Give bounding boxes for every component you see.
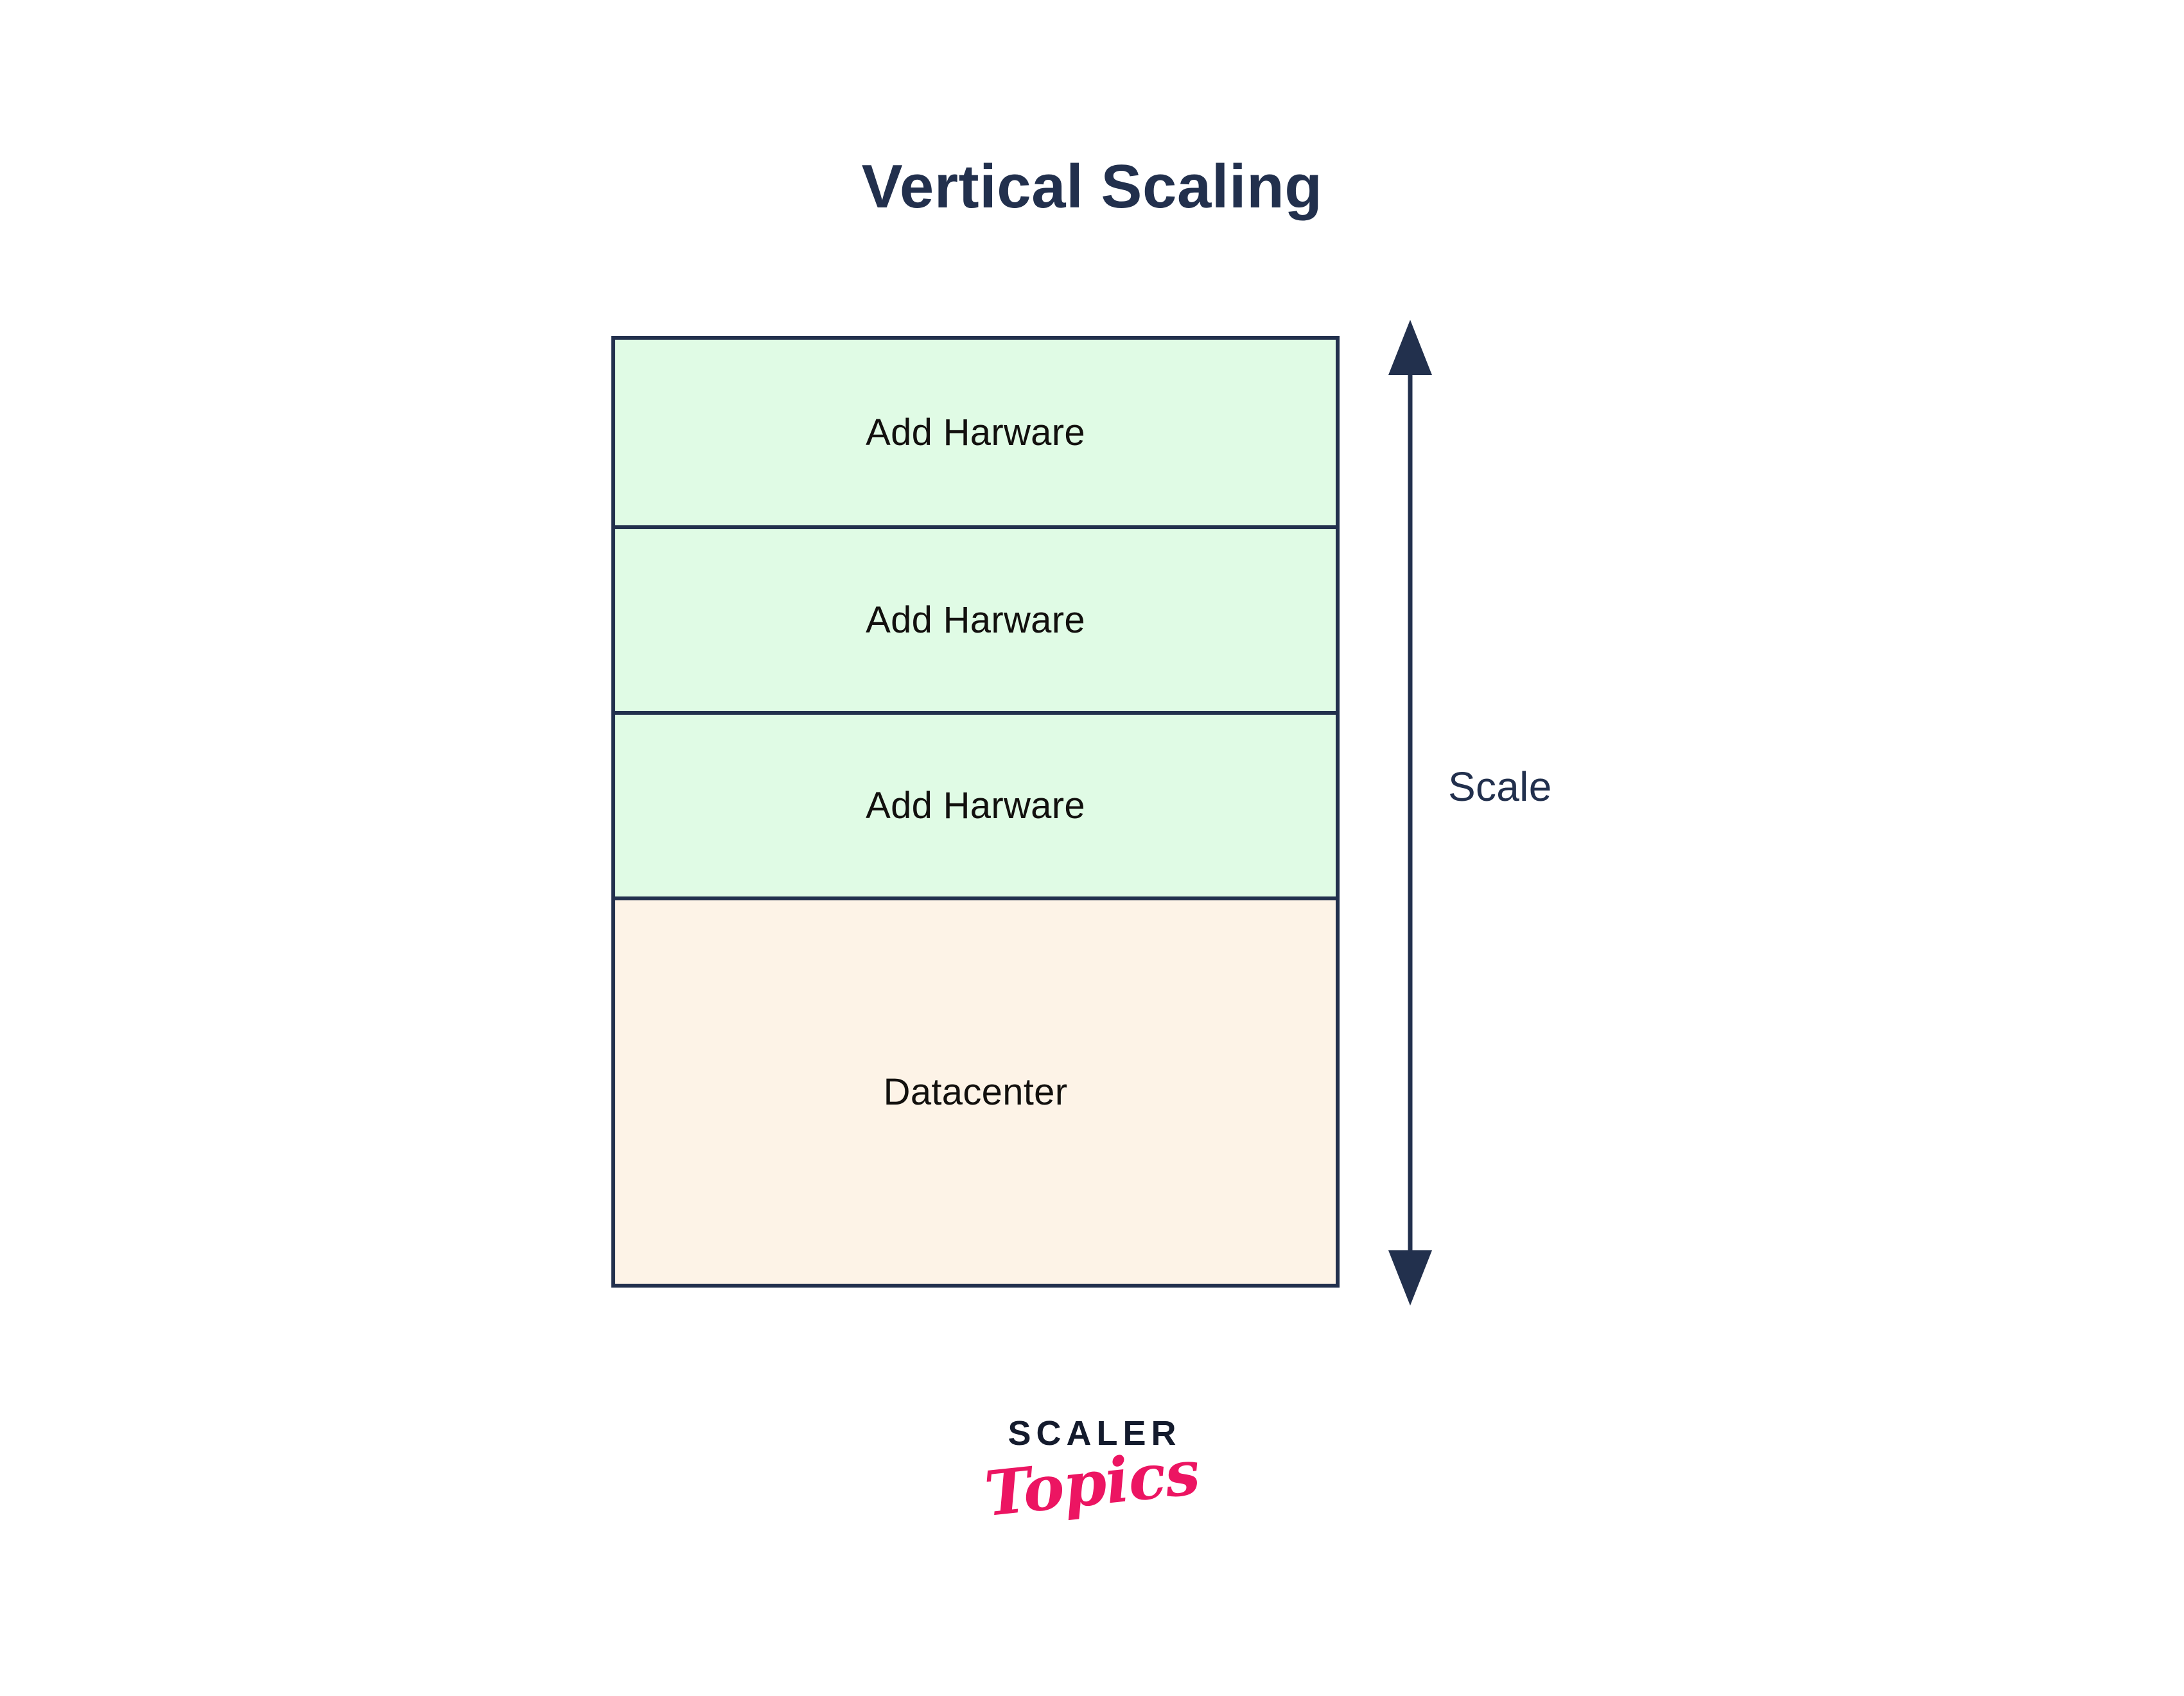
logo-wordmark-scaler: SCALER (1008, 1414, 1182, 1453)
stack-layer-datacenter: Datacenter (615, 896, 1336, 1284)
double-arrow-icon (1381, 320, 1440, 1306)
scale-annotation-label: Scale (1448, 764, 1552, 810)
vertical-scaling-stack: Add Harware Add Harware Add Harware Data… (611, 336, 1340, 1288)
logo-script-topics: Topics (981, 1435, 1203, 1531)
stack-layer-label: Add Harware (866, 785, 1085, 826)
stack-layer-add-hardware-3: Add Harware (615, 711, 1336, 896)
stack-layer-label: Datacenter (883, 1071, 1068, 1113)
page-title: Vertical Scaling (861, 152, 1323, 221)
stack-layer-add-hardware-2: Add Harware (615, 525, 1336, 711)
stack-layer-add-hardware-1: Add Harware (615, 340, 1336, 525)
scaler-topics-logo: SCALER Topics (0, 1414, 2184, 1530)
stack-layer-label: Add Harware (866, 412, 1085, 453)
stack-layer-label: Add Harware (866, 599, 1085, 641)
